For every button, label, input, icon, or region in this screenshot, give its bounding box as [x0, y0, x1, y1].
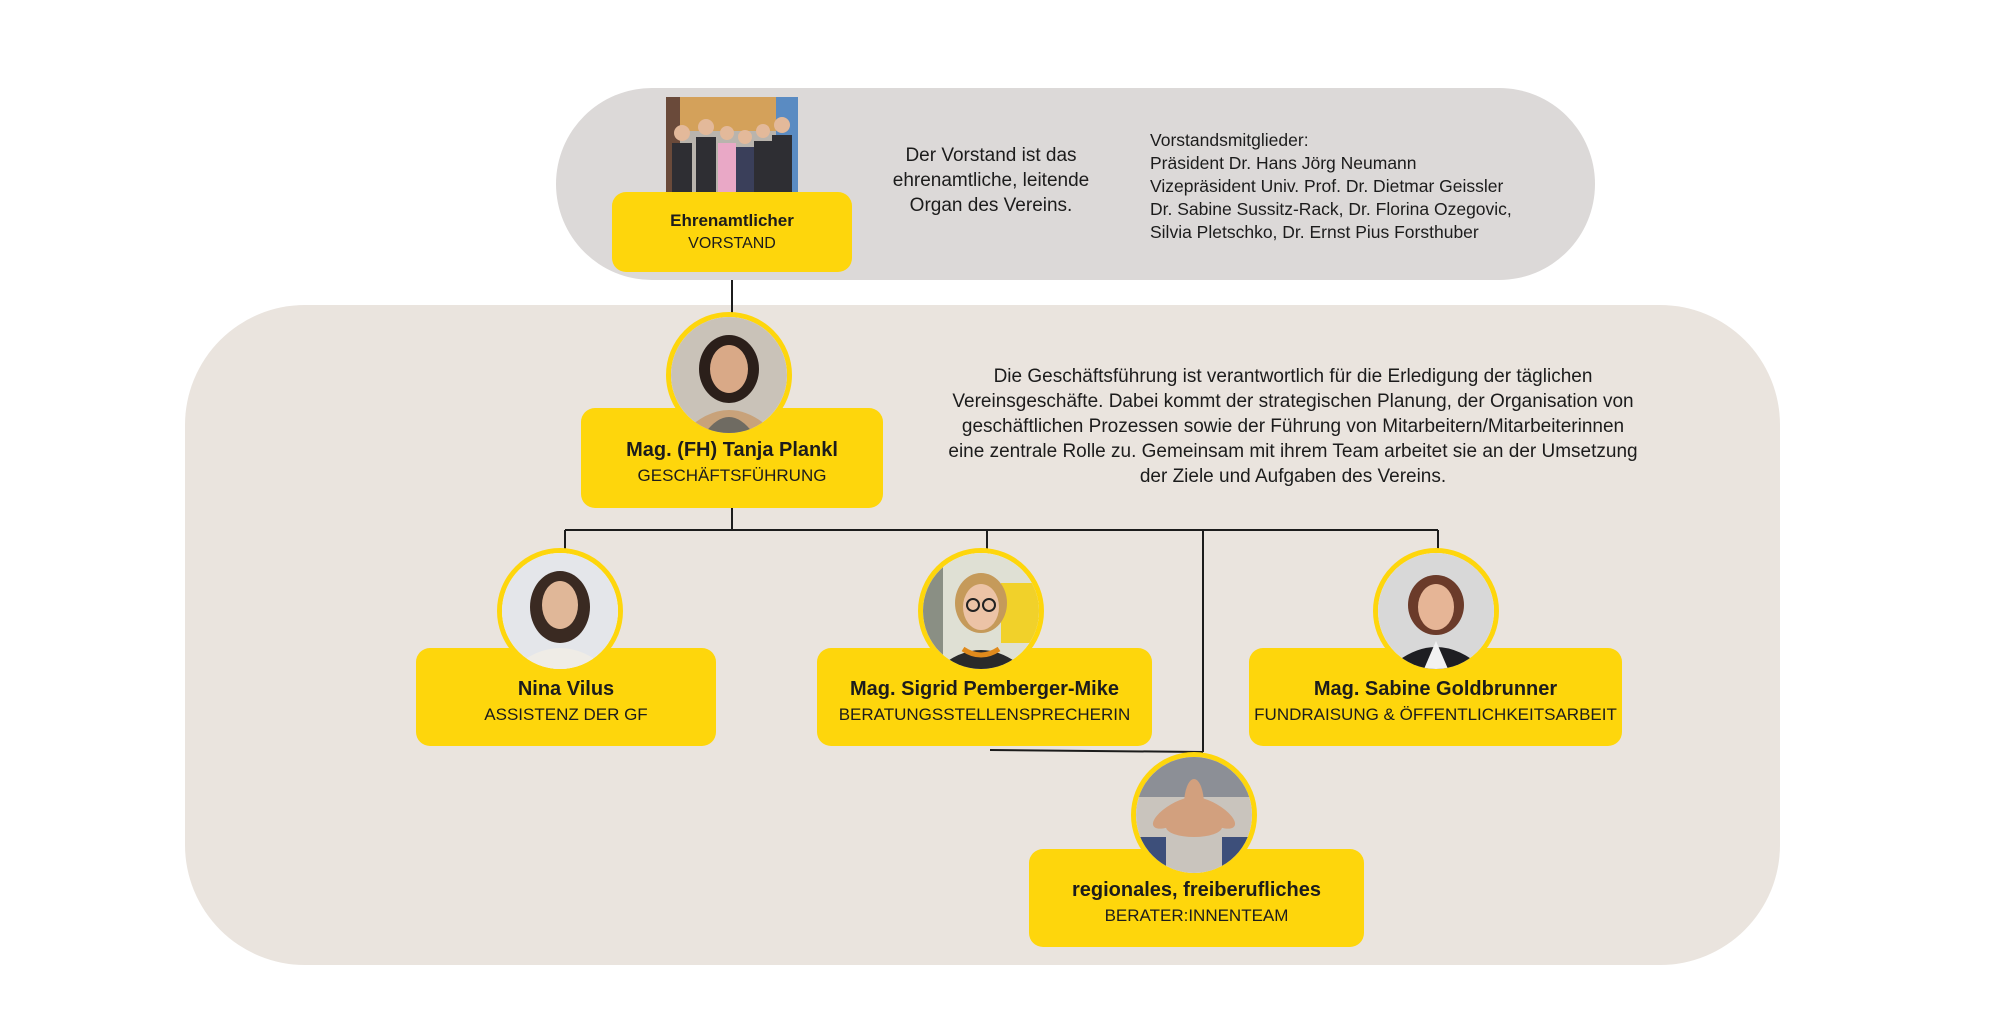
staff-role: FUNDRAISUNG & ÖFFENTLICHKEITSARBEIT: [1254, 704, 1617, 724]
team-name: regionales, freiberufliches: [1072, 878, 1321, 901]
portrait-image: [923, 553, 1039, 669]
board-description: Der Vorstand ist das ehrenamtliche, leit…: [860, 143, 1122, 218]
management-role: GESCHÄFTSFÜHRUNG: [637, 465, 827, 485]
staff-avatar-assistant: [497, 548, 623, 674]
board-member-line: Vizepräsident Univ. Prof. Dr. Dietmar Ge…: [1150, 176, 1504, 196]
management-description-line: eine zentrale Rolle zu. Gemeinsam mit ih…: [948, 441, 1638, 462]
board-member-line: Präsident Dr. Hans Jörg Neumann: [1150, 153, 1417, 173]
board-description-line: ehrenamtliche, leitende: [892, 170, 1090, 191]
staff-name: Mag. Sabine Goldbrunner: [1313, 677, 1558, 700]
portrait-image: [671, 317, 787, 433]
management-description-line: der Ziele und Aufgaben des Vereins.: [1139, 466, 1447, 487]
portrait-image: [502, 553, 618, 669]
management-name: Mag. (FH) Tanja Plankl: [626, 438, 838, 461]
team-hands-image: [1136, 757, 1252, 873]
board-subtitle: VORSTAND: [688, 234, 776, 252]
staff-role: ASSISTENZ DER GF: [484, 704, 648, 724]
board-members-list: Vorstandsmitglieder: Präsident Dr. Hans …: [1150, 129, 1570, 244]
management-avatar: [666, 312, 792, 438]
board-title: Ehrenamtlicher: [670, 210, 794, 230]
staff-role: BERATUNGSSTELLENSPRECHERIN: [838, 704, 1131, 724]
staff-avatar-fundraising: [1373, 548, 1499, 674]
management-description: Die Geschäftsführung ist verantwortlich …: [893, 364, 1693, 489]
management-description-line: Die Geschäftsführung ist verantwortlich …: [993, 366, 1593, 387]
connector-team-horizontal: [989, 749, 1204, 753]
team-avatar-hands: [1131, 752, 1257, 878]
team-role: BERATER:INNENTEAM: [1104, 905, 1289, 925]
board-member-line: Dr. Sabine Sussitz-Rack, Dr. Florina Oze…: [1150, 199, 1512, 219]
board-description-line: Der Vorstand ist das: [905, 145, 1077, 166]
management-description-line: geschäftlichen Prozessen sowie der Führu…: [961, 416, 1625, 437]
board-description-line: Organ des Vereins.: [909, 195, 1073, 216]
board-members-heading: Vorstandsmitglieder:: [1150, 130, 1309, 150]
board-member-line: Silvia Pletschko, Dr. Ernst Pius Forsthu…: [1150, 222, 1479, 242]
staff-avatar-counseling-speaker: [918, 548, 1044, 674]
board-card: Ehrenamtlicher VORSTAND: [612, 192, 852, 272]
staff-name: Nina Vilus: [517, 677, 615, 700]
staff-name: Mag. Sigrid Pemberger-Mike: [850, 677, 1119, 700]
portrait-image: [1378, 553, 1494, 669]
management-description-line: Vereinsgeschäfte. Dabei kommt der strate…: [952, 391, 1634, 412]
